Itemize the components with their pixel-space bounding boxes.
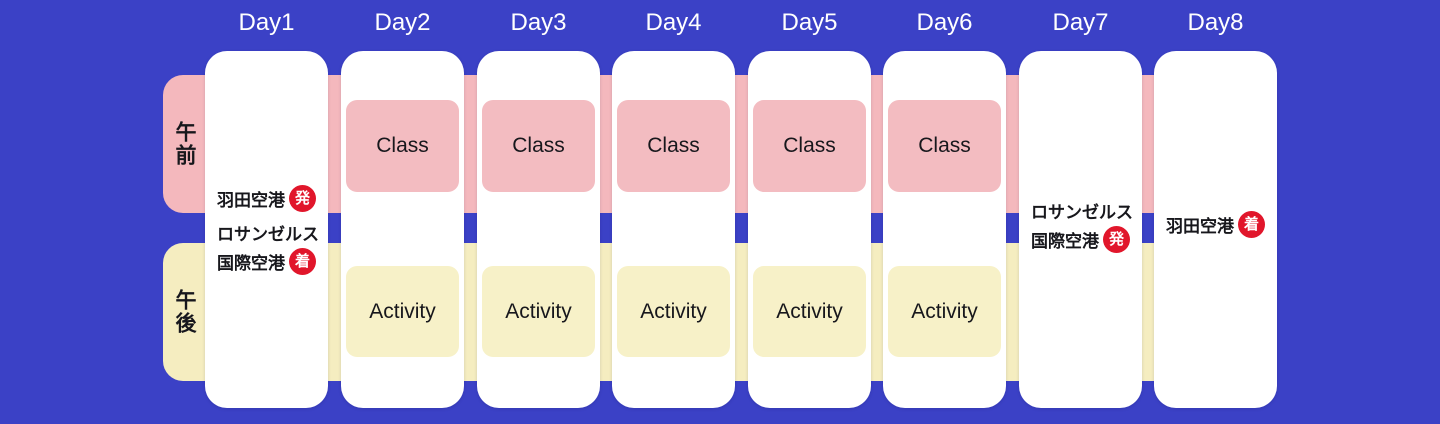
day-label: Day6 [916,9,973,36]
day-column: 羽田空港発ロサンゼルス国際空港着 [205,51,328,408]
flight-note: ロサンゼルス国際空港発 [1019,46,1142,403]
day-label: Day8 [1187,9,1244,36]
flight-line: 羽田空港着 [1166,210,1277,239]
morning-band-label: 午前 [173,121,196,167]
class-block: Class [617,100,730,192]
class-block: Class [346,100,459,192]
arrival-badge: 着 [1238,211,1265,238]
day-label: Day1 [238,9,295,36]
flight-line: 国際空港着 [217,247,328,276]
activity-block: Activity [482,266,595,357]
flight-note: 羽田空港着 [1154,46,1277,403]
day-label: Day2 [374,9,431,36]
day-column-wrapper: Day7 ロサンゼルス国際空港発 [1019,0,1142,424]
activity-block: Activity [617,266,730,357]
day-column: 羽田空港着 [1154,51,1277,408]
airport-name: ロサンゼルス [217,224,319,244]
flight-line: ロサンゼルス [217,218,328,247]
flight-line: 国際空港発 [1031,225,1142,254]
arrival-badge: 着 [289,247,316,275]
flight-line: 羽田空港発 [217,184,328,213]
day-label: Day4 [645,9,702,36]
airport-name: 国際空港 [1031,231,1099,251]
departure-badge: 発 [1103,225,1130,253]
flight-line: ロサンゼルス [1031,196,1142,225]
airport-name: 国際空港 [217,253,285,273]
day-column-wrapper: Day1 羽田空港発ロサンゼルス国際空港着 [205,0,328,424]
airport-name: ロサンゼルス [1031,202,1133,222]
flight-note: 羽田空港発ロサンゼルス国際空港着 [205,51,328,408]
departure-badge: 発 [289,184,316,212]
class-block: Class [888,100,1001,192]
day-column-wrapper: Day8 羽田空港着 [1154,0,1277,424]
airport-name: 羽田空港 [1166,217,1234,236]
afternoon-band-label: 午後 [173,289,196,335]
airport-name: 羽田空港 [217,190,285,210]
day-label: Day5 [781,9,838,36]
activity-block: Activity [888,266,1001,357]
day-column: ロサンゼルス国際空港発 [1019,51,1142,408]
activity-block: Activity [346,266,459,357]
activity-block: Activity [753,266,866,357]
class-block: Class [753,100,866,192]
day-label: Day3 [510,9,567,36]
class-block: Class [482,100,595,192]
day-label: Day7 [1052,9,1109,36]
